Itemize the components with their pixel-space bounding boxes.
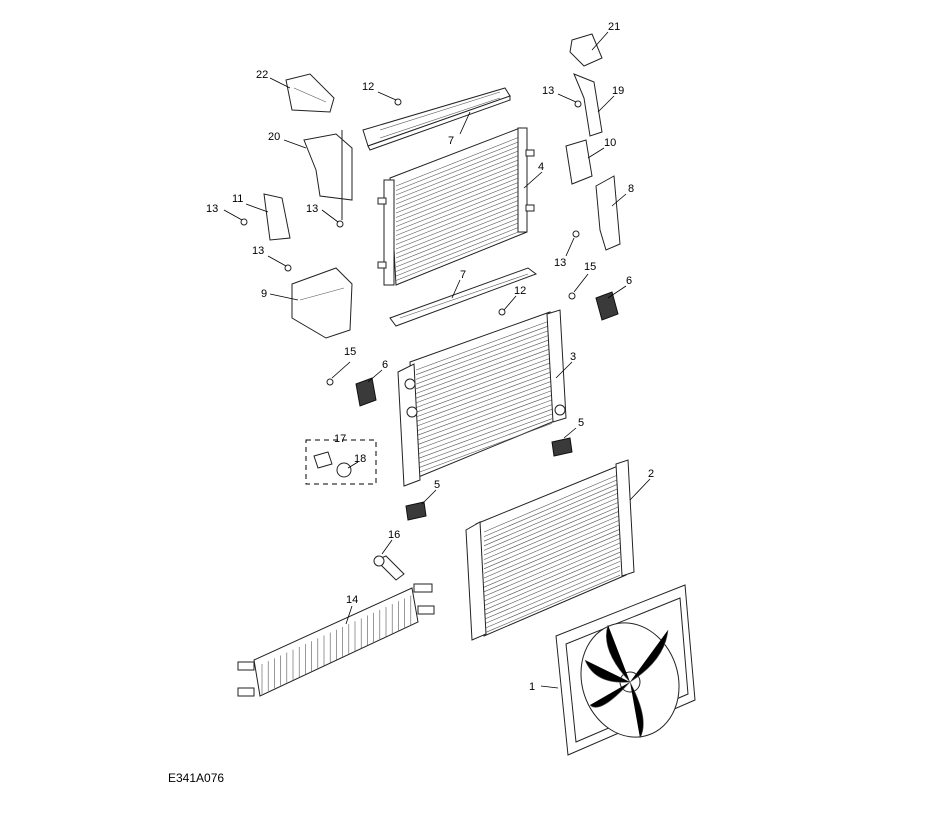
bracket-20 [303, 130, 353, 220]
bracket-5-upper [551, 437, 573, 457]
bracket-22 [285, 73, 335, 113]
callout-17: 17 [334, 433, 346, 445]
fasteners [240, 98, 582, 386]
bracket-10 [565, 139, 593, 185]
callout-labels: 1 2 3 4 5 5 6 6 7 7 8 9 10 11 12 12 13 1… [206, 21, 654, 693]
callout-13-e: 13 [554, 257, 566, 269]
callout-18: 18 [354, 453, 366, 465]
ac-condenser [377, 127, 535, 286]
leader-lines [223, 31, 651, 689]
diagram-reference-code: E341A076 [168, 771, 224, 785]
transmission-oil-cooler [237, 583, 435, 697]
callout-16: 16 [388, 529, 400, 541]
lower-air-deflector [389, 267, 538, 327]
callout-9: 9 [261, 288, 267, 300]
kit-box-17 [305, 439, 377, 485]
bracket-21 [569, 33, 603, 67]
bracket-5-lower [405, 501, 427, 521]
callout-4: 4 [538, 161, 544, 173]
mounting-bolt [373, 555, 405, 581]
callout-6-left: 6 [382, 359, 388, 371]
callout-14: 14 [346, 594, 358, 606]
callout-7-lower: 7 [460, 269, 466, 281]
bracket-11 [263, 193, 291, 241]
callout-12-upper: 12 [362, 81, 374, 93]
radiator [397, 309, 567, 487]
callout-20: 20 [268, 131, 280, 143]
callout-1: 1 [529, 681, 535, 693]
callout-10: 10 [604, 137, 616, 149]
callout-3: 3 [570, 351, 576, 363]
mount-6-right [595, 291, 619, 321]
callout-7-upper: 7 [448, 135, 454, 147]
upper-air-deflector [362, 87, 511, 151]
callout-12-lower: 12 [514, 285, 526, 297]
callout-19: 19 [612, 85, 624, 97]
callout-15-left: 15 [344, 346, 356, 358]
callout-5-lower: 5 [434, 479, 440, 491]
deflector-9 [291, 267, 353, 339]
auxiliary-radiator [465, 459, 635, 641]
callout-22: 22 [256, 69, 268, 81]
mount-6-left [355, 377, 377, 407]
callout-21: 21 [608, 21, 620, 33]
callout-2: 2 [648, 468, 654, 480]
deflector-8 [595, 175, 621, 251]
callout-13-c: 13 [252, 245, 264, 257]
cooling-fan-shroud [555, 584, 696, 756]
bracket-19 [573, 73, 603, 137]
callout-13-a: 13 [206, 203, 218, 215]
callout-11: 11 [232, 193, 243, 205]
callout-8: 8 [628, 183, 634, 195]
callout-6-right: 6 [626, 275, 632, 287]
callout-13-d: 13 [542, 85, 554, 97]
callout-15-right: 15 [584, 261, 596, 273]
callout-5-upper: 5 [578, 417, 584, 429]
callout-13-b: 13 [306, 203, 318, 215]
